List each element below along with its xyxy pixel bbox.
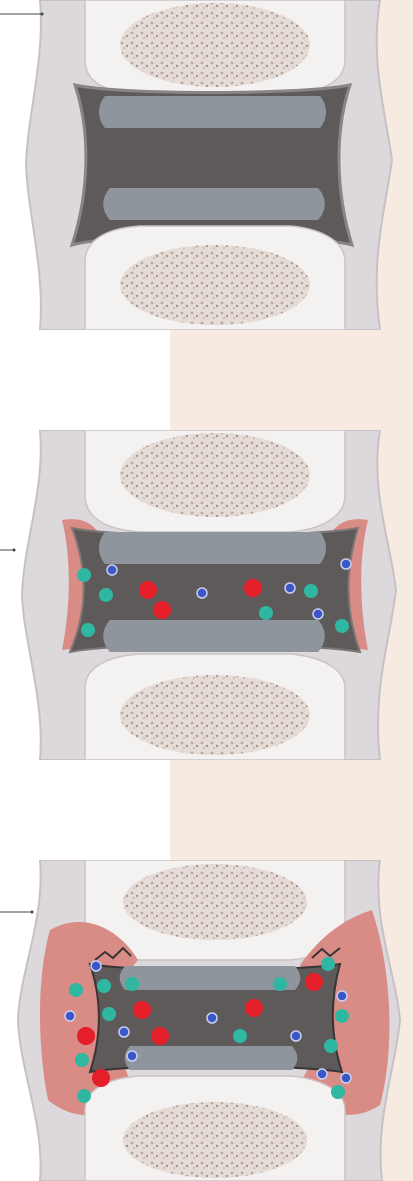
blue-cell-icon <box>91 961 101 971</box>
teal-cell-icon <box>81 623 95 637</box>
blue-cell-icon <box>127 1051 137 1061</box>
upper-cartilage <box>99 532 326 564</box>
upper-cartilage <box>99 96 326 128</box>
inflamed-joint-illustration <box>0 430 413 760</box>
lower-cartilage <box>103 188 325 220</box>
blue-cell-icon <box>317 1069 327 1079</box>
teal-cell-icon <box>102 1007 116 1021</box>
teal-cell-icon <box>77 1089 91 1103</box>
blue-cell-icon <box>337 991 347 1001</box>
teal-cell-icon <box>77 568 91 582</box>
teal-cell-icon <box>331 1085 345 1099</box>
eroded-joint-illustration <box>0 860 413 1181</box>
lower-marrow <box>120 245 310 325</box>
pointer-dot-2 <box>13 549 16 552</box>
blue-cell-icon <box>285 583 295 593</box>
upper-marrow <box>123 864 307 940</box>
red-cell-icon <box>77 1027 95 1045</box>
teal-cell-icon <box>233 1029 247 1043</box>
joint-panel-inflamed <box>0 430 413 760</box>
lower-marrow <box>123 1102 307 1178</box>
teal-cell-icon <box>335 1009 349 1023</box>
red-cell-icon <box>305 973 323 991</box>
blue-cell-icon <box>65 1011 75 1021</box>
joint-panel-eroded <box>0 860 413 1181</box>
teal-cell-icon <box>321 957 335 971</box>
upper-cartilage <box>120 966 301 990</box>
lower-cartilage <box>103 620 325 652</box>
upper-marrow <box>120 433 310 517</box>
teal-cell-icon <box>99 588 113 602</box>
teal-cell-icon <box>304 584 318 598</box>
red-cell-icon <box>151 1027 169 1045</box>
teal-cell-icon <box>69 983 83 997</box>
red-cell-icon <box>153 601 171 619</box>
blue-cell-icon <box>341 1073 351 1083</box>
blue-cell-icon <box>107 565 117 575</box>
blue-cell-icon <box>119 1027 129 1037</box>
blue-cell-icon <box>291 1031 301 1041</box>
teal-cell-icon <box>273 977 287 991</box>
red-cell-icon <box>139 581 157 599</box>
teal-cell-icon <box>97 979 111 993</box>
teal-cell-icon <box>259 606 273 620</box>
upper-marrow <box>120 3 310 87</box>
pointer-dot-1 <box>41 13 44 16</box>
blue-cell-icon <box>313 609 323 619</box>
red-cell-icon <box>245 999 263 1017</box>
red-cell-icon <box>244 579 262 597</box>
blue-cell-icon <box>207 1013 217 1023</box>
blue-cell-icon <box>341 559 351 569</box>
healthy-joint-illustration <box>0 0 413 330</box>
red-cell-icon <box>92 1069 110 1087</box>
red-cell-icon <box>133 1001 151 1019</box>
teal-cell-icon <box>335 619 349 633</box>
lower-cartilage <box>125 1046 298 1070</box>
teal-cell-icon <box>75 1053 89 1067</box>
lower-marrow <box>120 675 310 755</box>
teal-cell-icon <box>324 1039 338 1053</box>
blue-cell-icon <box>197 588 207 598</box>
teal-cell-icon <box>125 977 139 991</box>
joint-panel-healthy <box>0 0 413 330</box>
pointer-dot-3 <box>31 911 34 914</box>
